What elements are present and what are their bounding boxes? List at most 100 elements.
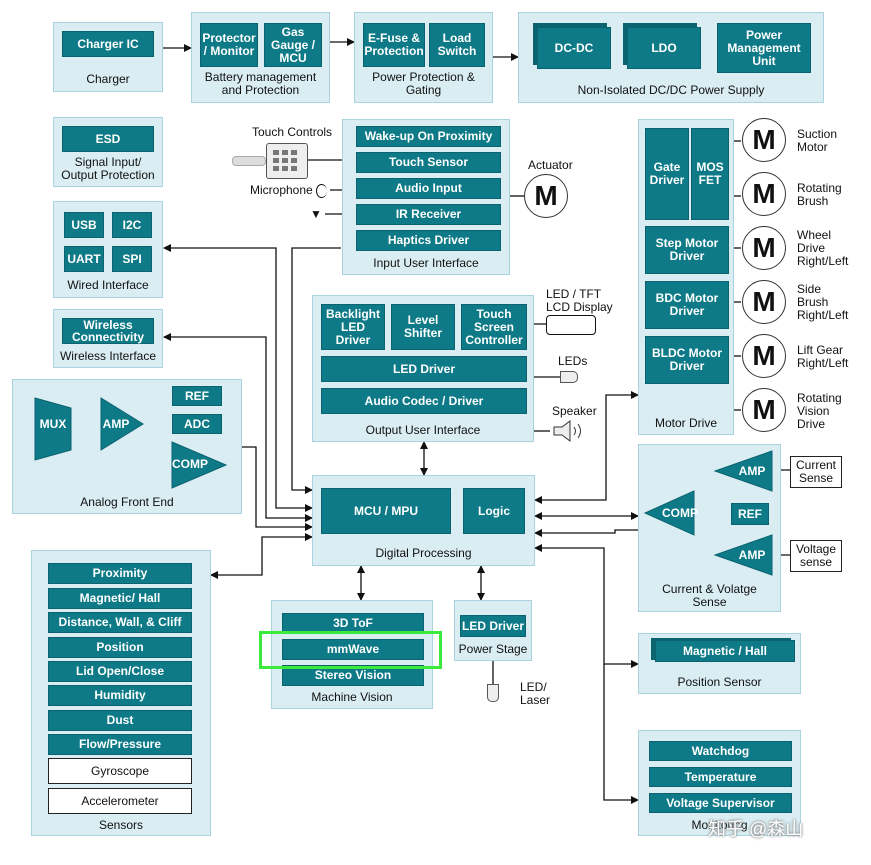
cs-amp2-label: AMP [738,548,766,562]
rotating-vision-motor-icon: M [742,388,786,432]
output-ui-caption: Output User Interface [365,423,481,437]
wireless-caption: Wireless Interface [59,349,157,363]
watermark: 知乎 @森山 [708,819,804,839]
power-protection-group: E-Fuse & Protection Load Switch Power Pr… [354,12,493,103]
speaker-label: Speaker [552,404,597,418]
sensor-gyroscope: Gyroscope [48,758,192,784]
monitoring-group: Watchdog Temperature Voltage Supervisor … [638,730,801,836]
lcd-display-label: LED / TFT LCD Display [546,287,613,314]
leds-label: LEDs [558,354,588,368]
digital-caption: Digital Processing [375,546,472,560]
cs-amp1-label: AMP [738,464,766,478]
bdc-motor-driver-block: BDC Motor Driver [645,281,729,329]
sensor-humidity: Humidity [48,685,192,706]
level-shifter-block: Level Shifter [391,304,455,350]
motor-drive-caption: Motor Drive [654,416,717,430]
position-sensor-caption: Position Sensor [677,675,762,689]
adc-block: ADC [172,414,222,434]
side-brush-label: Side Brush Right/Left [797,282,849,322]
load-switch-block: Load Switch [429,23,485,67]
finger-icon [232,156,266,166]
power-protection-caption: Power Protection & Gating [372,70,475,97]
stereo-vision-block: Stereo Vision [282,665,424,686]
monitoring-caption: Monitoring [691,818,748,832]
dcdc-caption: Non-Isolated DC/DC Power Supply [577,83,765,97]
sensors-caption: Sensors [98,818,144,832]
lift-gear-motor-icon: M [742,334,786,378]
rotating-vision-label: Rotating Vision Drive [797,391,842,431]
touch-sensor-block: Touch Sensor [356,152,501,173]
amp-shape [100,397,144,451]
led-laser-label: LED/ Laser [520,680,551,707]
rotating-brush-motor-icon: M [742,172,786,216]
logic-block: Logic [463,488,525,534]
output-led-driver-block: LED Driver [321,356,527,382]
dc-dc-block: DC-DC [537,27,611,69]
wired-caption: Wired Interface [67,278,149,292]
charger-group: Charger IC Charger [53,22,163,92]
microphone-icon [316,184,327,198]
charger-ic-block: Charger IC [62,31,154,57]
watchdog-block: Watchdog [649,741,792,761]
audio-codec-block: Audio Codec / Driver [321,388,527,414]
wakeup-proximity-block: Wake-up On Proximity [356,126,501,147]
wired-group: USB I2C UART SPI Wired Interface [53,201,163,298]
mmwave-block: mmWave [282,639,424,660]
battery-group: Protector / Monitor Gas Gauge / MCU Batt… [191,12,330,103]
sensor-magnetic-hall: Magnetic/ Hall [48,588,192,609]
sensor-distance: Distance, Wall, & Cliff [48,612,192,633]
machine-vision-group: 3D ToF mmWave Stereo Vision Machine Visi… [271,600,433,709]
current-sense-group: AMP AMP COMP REF Current & Volatge Sense [638,444,781,612]
mux-shape [34,397,72,461]
wheel-drive-label: Wheel Drive Right/Left [797,228,849,268]
comp-label: COMP [172,457,208,471]
lcd-display-icon [546,315,596,335]
sensor-flow-pressure: Flow/Pressure [48,734,192,755]
sensor-dust: Dust [48,710,192,731]
led-laser-icon [487,684,499,702]
rotating-brush-label: Rotating Brush [797,181,842,208]
cs-ref-block: REF [731,503,769,525]
temperature-block: Temperature [649,767,792,787]
gas-gauge-block: Gas Gauge / MCU [264,23,322,67]
pmu-block: Power Management Unit [717,23,811,73]
position-sensor-group: Magnetic / Hall Position Sensor [638,633,801,694]
afe-group: MUX AMP REF ADC COMP Analog Front End [12,379,242,514]
amp-label: AMP [102,417,130,431]
comp-shape [171,441,228,489]
wireless-connectivity-block: Wireless Connectivity [62,318,154,344]
ir-receiver-block: IR Receiver [356,204,501,225]
battery-caption: Battery management and Protection [204,70,317,97]
touch-screen-controller-block: Touch Screen Controller [461,304,527,350]
suction-motor-label: Suction Motor [797,127,838,154]
mcu-mpu-block: MCU / MPU [321,488,451,534]
current-sense-label: Current Sense [790,456,842,488]
sensor-proximity: Proximity [48,563,192,584]
wireless-group: Wireless Connectivity Wireless Interface [53,309,163,368]
ldo-block: LDO [627,27,701,69]
afe-caption: Analog Front End [80,495,174,509]
actuator-label: Actuator [528,158,573,172]
esd-caption: Signal Input/ Output Protection [61,155,155,182]
esd-group: ESD Signal Input/ Output Protection [53,117,163,187]
sensor-position: Position [48,637,192,658]
gate-driver-block: Gate Driver [645,128,689,220]
machine-vision-caption: Machine Vision [311,690,393,704]
microphone-label: Microphone [250,183,313,197]
output-ui-group: Backlight LED Driver Level Shifter Touch… [312,295,534,442]
i2c-block: I2C [112,212,152,238]
current-sense-shapes [643,450,773,576]
ref-block: REF [172,386,222,406]
bldc-motor-driver-block: BLDC Motor Driver [645,336,729,384]
mux-label: MUX [39,417,67,431]
touch-controls-icon [266,143,308,179]
voltage-sense-label: Voltage sense [790,540,842,572]
sensor-accelerometer: Accelerometer [48,788,192,814]
dcdc-group: DC-DC LDO Power Management Unit Non-Isol… [518,12,824,103]
mmwave-highlight [259,631,442,669]
magnetic-hall-block: Magnetic / Hall [655,640,795,662]
protector-monitor-block: Protector / Monitor [200,23,258,67]
backlight-led-driver-block: Backlight LED Driver [321,304,385,350]
wheel-drive-motor-icon: M [742,226,786,270]
